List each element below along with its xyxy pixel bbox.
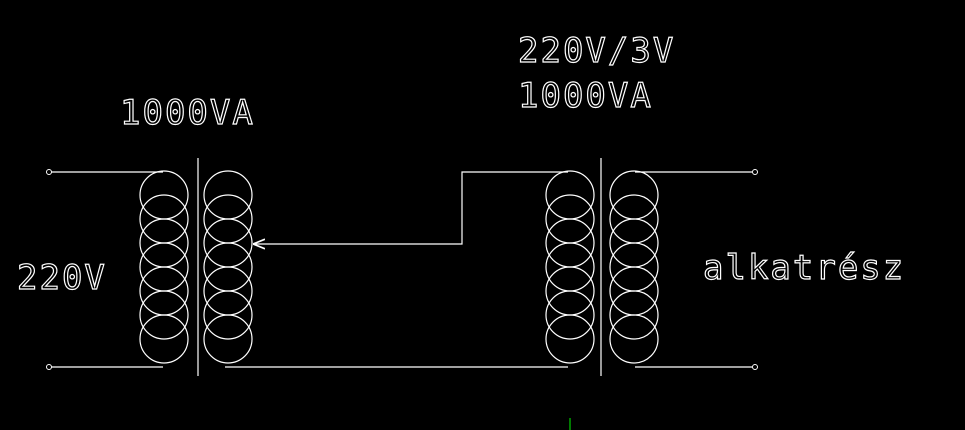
variac-rating-label: 1000VA <box>120 93 255 133</box>
input-terminal-top <box>46 169 52 175</box>
coil-winding <box>139 314 189 364</box>
transformer-rating-label: 1000VA <box>518 76 653 116</box>
coil-winding <box>609 290 659 340</box>
coil-winding <box>545 314 595 364</box>
coil-winding <box>203 314 253 364</box>
coil-winding <box>139 290 189 340</box>
input-voltage-label: 220V <box>17 258 107 298</box>
variac-primary-coil <box>139 170 189 364</box>
transformer-primary-coil <box>545 170 595 364</box>
input-terminal-bottom <box>46 364 52 370</box>
wires <box>51 171 752 368</box>
output-terminal-bottom <box>752 364 758 370</box>
variac-secondary-coil <box>203 170 253 364</box>
transformer-ratio-label: 220V/3V <box>518 31 675 71</box>
output-terminal-top <box>752 169 758 175</box>
coil-winding <box>609 314 659 364</box>
load-label: alkatrész <box>703 248 905 288</box>
transformer-secondary-coil <box>609 170 659 364</box>
coil-winding <box>545 290 595 340</box>
coil-winding <box>203 290 253 340</box>
